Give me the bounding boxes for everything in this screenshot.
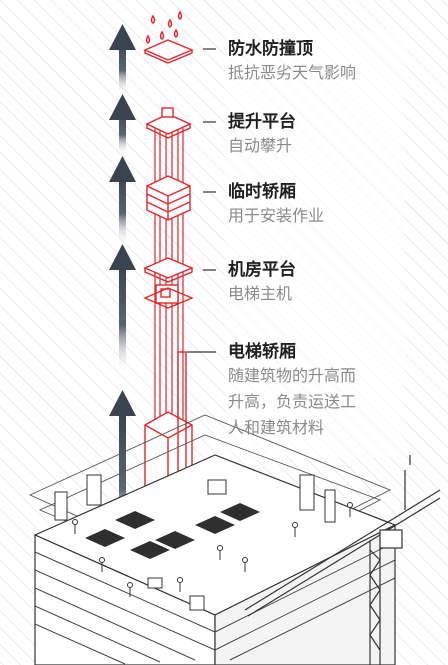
label-desc-line: 人和建筑材料 xyxy=(228,418,325,437)
label-temporary-cabin: 临时轿厢 用于安装作业 xyxy=(228,181,324,229)
label-elevator-car: 电梯轿厢 随建筑物的升高而 升高，负责运送工 人和建筑材料 xyxy=(228,341,356,441)
building xyxy=(33,454,397,665)
label-desc-line: 升高，负责运送工 xyxy=(228,392,357,411)
machine-room-platform xyxy=(143,257,194,309)
label-backdrop xyxy=(225,30,405,458)
label-title: 电梯轿厢 xyxy=(228,342,296,362)
rain-drops-icon xyxy=(145,10,183,44)
lifting-platform xyxy=(145,107,192,139)
temporary-cabin xyxy=(146,175,191,221)
label-lifting-platform: 提升平台 自动攀升 xyxy=(228,111,296,159)
construction-worker-icon xyxy=(72,502,353,597)
label-desc-line: 随建筑物的升高而 xyxy=(228,366,357,385)
label-title: 临时轿厢 xyxy=(228,182,296,202)
leader-lines xyxy=(187,48,216,353)
up-arrow-icon xyxy=(109,390,136,552)
label-waterproof-roof: 防水防撞顶 抵抗恶劣天气影响 xyxy=(228,38,356,86)
label-machine-room: 机房平台 电梯主机 xyxy=(228,259,296,307)
waterproof-roof xyxy=(143,39,194,64)
tower-crane-icon xyxy=(244,455,441,665)
label-title: 防水防撞顶 xyxy=(228,39,313,59)
label-desc-line: 用于安装作业 xyxy=(228,206,325,225)
label-title: 提升平台 xyxy=(228,112,296,132)
up-arrow-icon xyxy=(109,244,136,375)
label-title: 机房平台 xyxy=(228,260,296,280)
up-arrow-icon xyxy=(109,94,136,155)
label-desc-line: 电梯主机 xyxy=(228,284,293,303)
up-arrow-icon xyxy=(109,156,136,245)
label-desc-line: 自动攀升 xyxy=(228,136,293,155)
label-desc-line: 抵抗恶劣天气影响 xyxy=(228,63,357,82)
up-arrow-icon xyxy=(109,24,136,95)
